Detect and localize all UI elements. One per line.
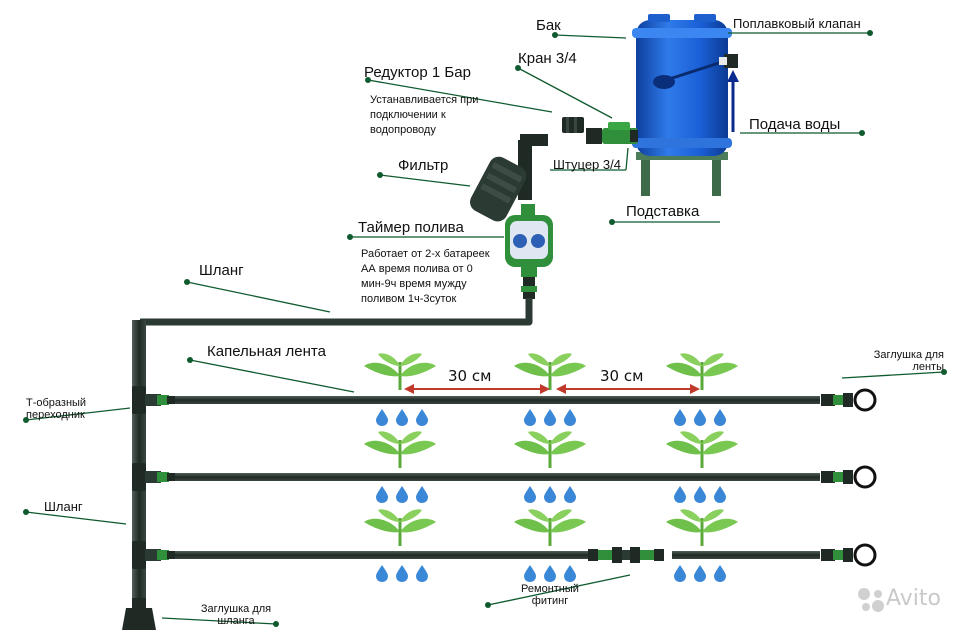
t-adapter-2 [132,463,175,491]
leader-lines [25,32,945,625]
spacing-label-1: 30 см [448,367,492,385]
reducer-note: Устанавливается при подключении к водопр… [370,94,479,136]
tape-plug-label: Заглушка для ленты [873,349,944,373]
hose-end-plug [122,598,156,630]
tape-plug-3 [819,543,877,567]
valve-label: Кран 3/4 [518,50,577,67]
hose-plug-label: Заглушка для шланга [200,603,272,627]
timer-note: Работает от 2-х батареек АА время полива… [361,248,490,305]
drip-tape-label: Капельная лента [207,343,326,360]
water-tank [632,14,732,156]
water-supply-arrow [727,70,739,132]
reducer-label: Редуктор 1 Бар [364,64,471,81]
ball-valve [602,122,638,144]
repair-fitting [588,547,664,563]
spacing-arrow-1 [404,384,550,394]
leader-dots [23,30,947,627]
drip-tape-row-2 [170,473,820,481]
hose-left-label: Шланг [44,499,83,514]
hose-top-label: Шланг [199,262,244,279]
fitting-label: Штуцер 3/4 [553,157,621,172]
filter-label: Фильтр [398,157,449,174]
drip-tape-row-1 [170,396,820,404]
spacing-arrow-2 [556,384,700,394]
tape-plug-2 [819,465,877,489]
water-supply-label: Подача воды [749,116,841,133]
drip-tape-row-3 [170,551,820,559]
disc-filter [470,134,548,222]
spacing-label-2: 30 см [600,367,644,385]
t-adapter-3 [132,541,175,569]
tank-stand [636,152,728,196]
stand-label: Подставка [626,203,700,220]
timer-label: Таймер полива [358,219,464,236]
plants [362,351,740,548]
watering-timer [505,204,553,299]
t-adapter-label: Т-образный переходник [26,397,87,421]
float-valve [719,54,738,68]
tape-plug-1 [819,388,877,412]
avito-watermark: Avito [886,586,941,611]
t-adapter-1 [132,386,175,414]
avito-logo-icon [858,588,884,612]
fitting-3-4 [586,128,602,144]
tank-label: Бак [536,17,561,34]
float-valve-label: Поплавковый клапан [733,16,861,31]
repair-fitting-label: Ремонтный фитинг [521,583,579,607]
pressure-reducer [562,117,584,133]
